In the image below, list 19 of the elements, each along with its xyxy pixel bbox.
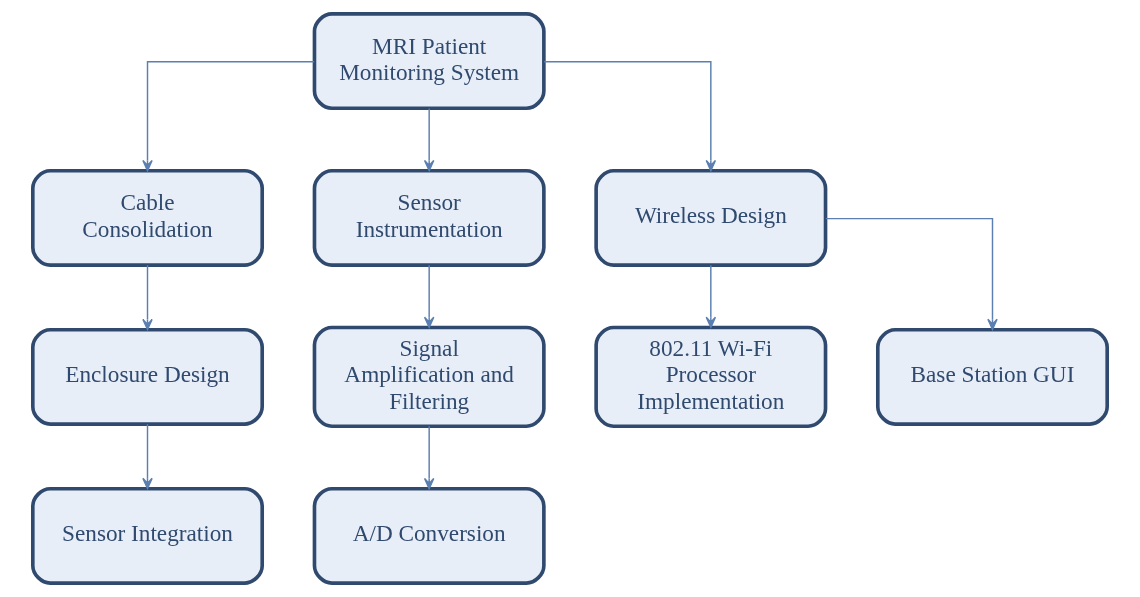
node-box: MRI Patient Monitoring System xyxy=(312,12,546,111)
arrow xyxy=(142,423,153,490)
node-box: Enclosure Design xyxy=(31,327,264,426)
arrow xyxy=(825,217,998,331)
arrow xyxy=(543,61,717,172)
node-box: Sensor Instrumentation xyxy=(312,168,546,267)
arrow xyxy=(423,264,435,329)
arrow xyxy=(142,264,153,331)
node-box: Sensor Integration xyxy=(31,486,264,585)
node-box: Signal Amplification and Filtering xyxy=(312,325,546,429)
arrow xyxy=(423,107,435,172)
node-box: Cable Consolidation xyxy=(31,168,264,267)
node-box: A/D Conversion xyxy=(312,486,546,585)
node-box: Wireless Design xyxy=(594,168,828,267)
node-box: Base Station GUI xyxy=(876,327,1109,426)
arrow xyxy=(423,425,435,490)
arrow xyxy=(705,264,717,329)
node-box: 802.11 Wi-Fi Processor Implementation xyxy=(594,325,828,429)
arrow xyxy=(142,61,315,172)
